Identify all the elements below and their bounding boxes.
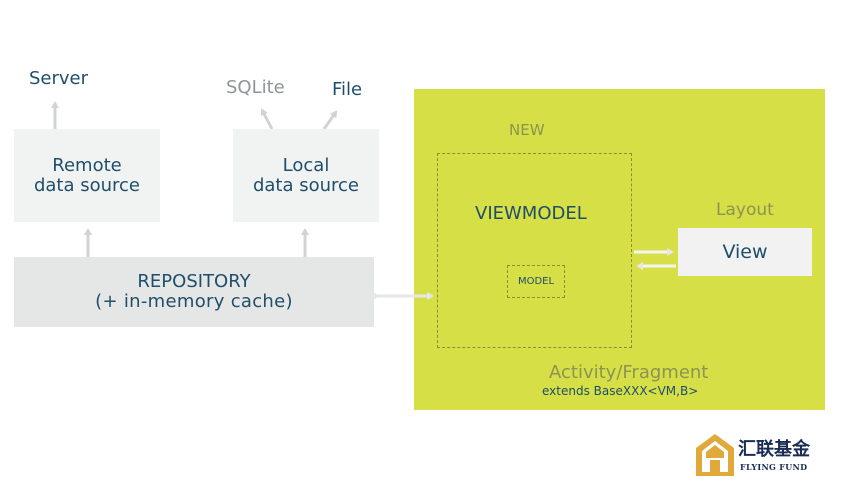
activity-fragment-title: Activity/Fragment (549, 362, 709, 383)
remote-box-line2: data source (33, 174, 141, 196)
arrow-local-to-file (322, 110, 338, 130)
repository-box: REPOSITORY (+ in-memory cache) (14, 257, 374, 327)
activity-fragment-subtitle: extends BaseXXX<VM,B> (542, 384, 699, 398)
remote-data-source-box: Remote data source (14, 129, 160, 222)
flying-fund-logo: 汇联基金 FLYING FUND (694, 432, 824, 482)
local-data-source-box: Local data source (233, 129, 379, 222)
remote-box-line1: Remote (52, 154, 122, 176)
logo-english-text: FLYING FUND (740, 462, 808, 472)
server-label: Server (29, 68, 89, 89)
logo-house-icon (696, 434, 734, 476)
repository-title: REPOSITORY (137, 271, 251, 292)
file-label: File (332, 79, 363, 100)
arrow-local-to-sqlite (260, 108, 274, 130)
local-box-line1: Local (282, 154, 330, 176)
logo-chinese-text: 汇联基金 (738, 439, 810, 460)
new-label: NEW (509, 121, 545, 139)
model-box: MODEL (507, 265, 565, 298)
view-box: View (678, 228, 812, 276)
viewmodel-title: VIEWMODEL (475, 203, 587, 224)
layout-label: Layout (716, 200, 774, 220)
viewmodel-box (437, 153, 632, 348)
local-box-line2: data source (252, 174, 360, 196)
repository-subtitle: (+ in-memory cache) (95, 291, 293, 312)
sqlite-label: SQLite (226, 77, 285, 98)
